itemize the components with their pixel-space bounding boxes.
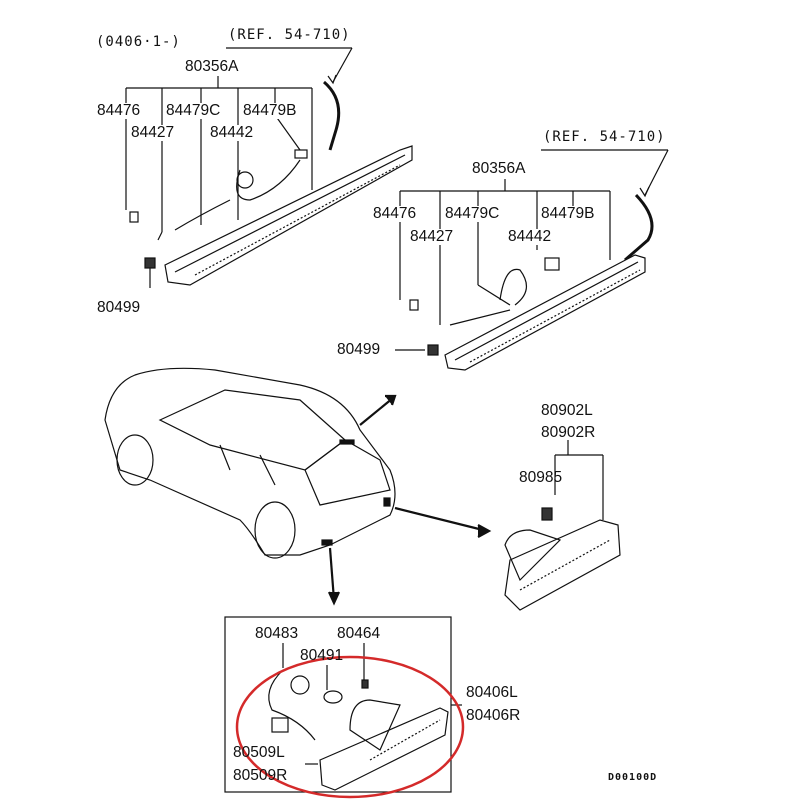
bracket-left [125,76,313,288]
diagram-code: D00100D [608,772,658,783]
rear-reflector-drawing [504,440,621,611]
part-label[interactable]: 84427 [410,228,454,245]
assembly-label[interactable]: 80356A [185,58,239,75]
ref-label[interactable]: (REF. 54-710) [543,129,666,145]
part-label[interactable]: 80499 [337,341,381,358]
part-label[interactable]: 80509L [233,744,285,761]
part-label[interactable]: 80406R [466,707,521,724]
part-label[interactable]: 84442 [508,228,552,245]
ref-label[interactable]: (REF. 54-710) [228,27,351,43]
assembly-label[interactable]: 80356A [472,160,526,177]
high-mount-stop-lamp-right [409,254,646,371]
part-label[interactable]: 84476 [373,205,417,222]
part-label[interactable]: 80499 [97,299,141,316]
part-label[interactable]: 80985 [519,469,563,486]
part-label[interactable]: 84442 [210,124,254,141]
ref-leader-left [226,47,353,151]
part-label[interactable]: 80902L [541,402,593,419]
part-label[interactable]: 84479C [166,102,221,119]
part-label[interactable]: 80509R [233,767,288,784]
part-label[interactable]: 84479C [445,205,500,222]
highlight-ellipse [235,655,465,799]
part-label[interactable]: 84476 [97,102,141,119]
part-label[interactable]: 84479B [541,205,595,222]
part-label[interactable]: 80406L [466,684,518,701]
part-label[interactable]: 80902R [541,424,596,441]
pointer-arrows [327,394,492,606]
part-label[interactable]: 80483 [255,625,299,642]
date-range-label: (0406·1-) [96,34,181,50]
car-illustration [104,367,396,559]
part-label[interactable]: 84427 [131,124,175,141]
part-label[interactable]: 80464 [337,625,381,642]
part-label[interactable]: 80491 [300,647,344,664]
ref-leader-right [541,149,669,262]
high-mount-stop-lamp-left [129,145,413,286]
side-marker-drawing [268,643,462,791]
part-label[interactable]: 84479B [243,102,297,119]
